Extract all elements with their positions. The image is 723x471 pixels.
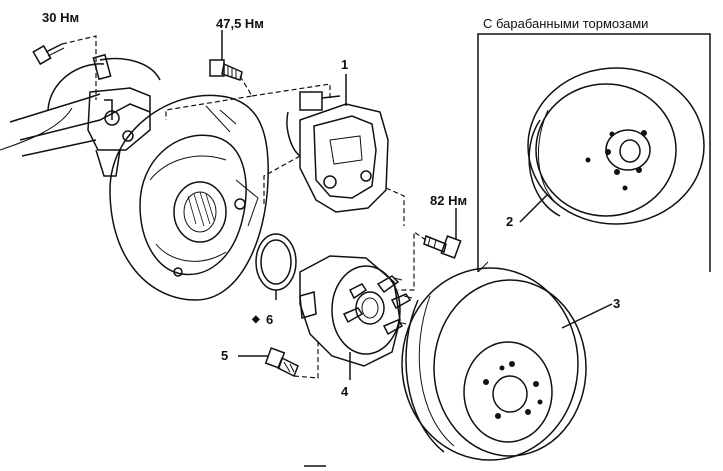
part-number-5: 5 xyxy=(221,348,229,363)
part-number-3: 3 xyxy=(613,296,621,311)
o-ring xyxy=(255,233,297,291)
part-number-6: 6 xyxy=(266,312,274,327)
part-number-1: 1 xyxy=(341,57,349,72)
sensor-bolt xyxy=(32,43,65,66)
torque-label-82: 82 Нм xyxy=(430,193,468,208)
caliper-bolt xyxy=(209,59,243,81)
brake-caliper xyxy=(286,91,389,213)
drum-inset-frame xyxy=(477,33,711,272)
disc-bolt xyxy=(423,234,462,259)
brake-drum xyxy=(527,67,705,225)
brake-disc xyxy=(401,267,587,461)
hub-bolt xyxy=(264,347,299,378)
torque-label-30: 30 Нм xyxy=(42,10,80,25)
axle-hub xyxy=(299,255,413,367)
drum-brake-caption: С барабанными тормозами xyxy=(483,16,649,31)
part-number-2: 2 xyxy=(506,214,514,229)
backing-plate-assembly xyxy=(0,53,269,301)
part-number-4: 4 xyxy=(341,384,349,399)
torque-label-47: 47,5 Нм xyxy=(216,16,264,31)
non-reusable-mark: ◆ xyxy=(252,314,260,325)
